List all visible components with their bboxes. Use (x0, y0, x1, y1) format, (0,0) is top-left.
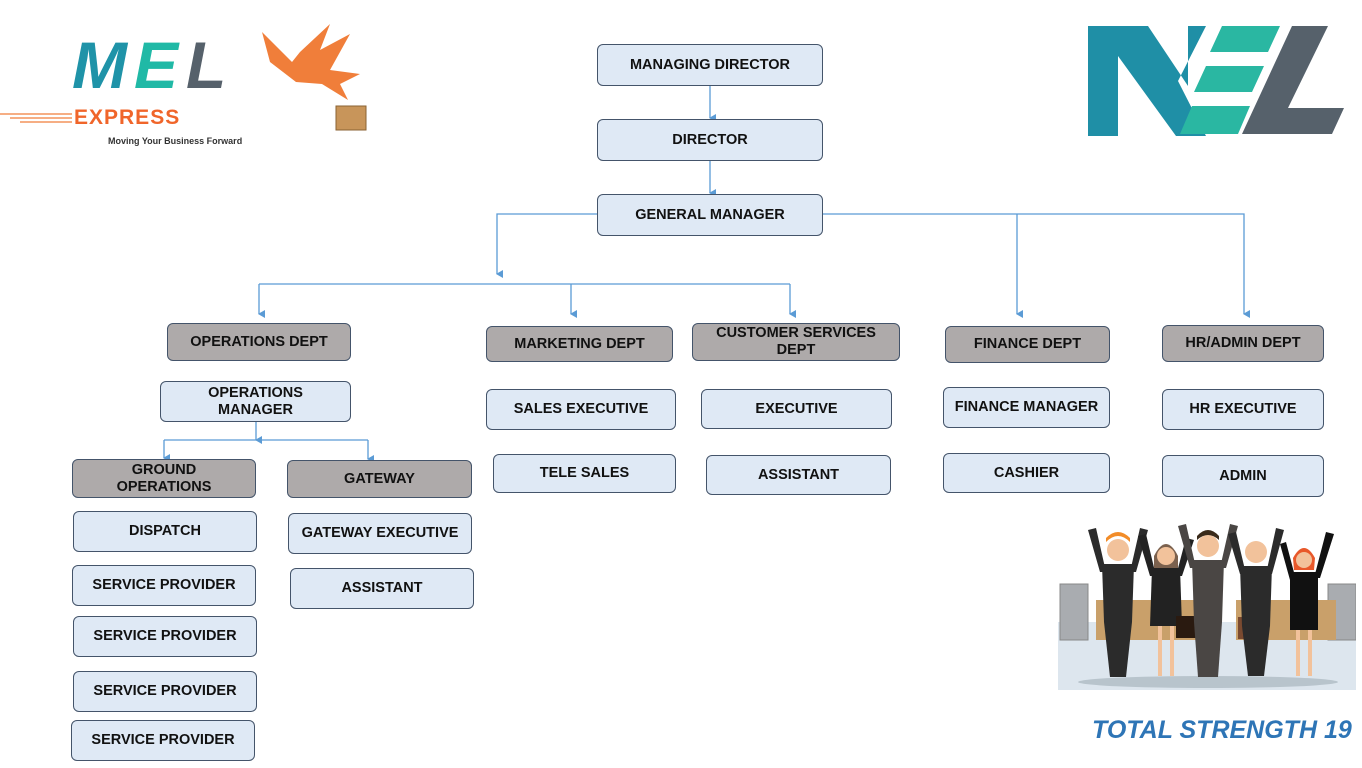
dispatch-box: DISPATCH (73, 511, 257, 552)
service-provider-box: SERVICE PROVIDER (73, 616, 257, 657)
svg-text:E: E (134, 28, 180, 102)
cashier-box: CASHIER (943, 453, 1110, 493)
gateway-box: GATEWAY (287, 460, 472, 498)
admin-box: ADMIN (1162, 455, 1324, 497)
parcel-icon (335, 105, 367, 131)
logo-tagline: Moving Your Business Forward (108, 136, 242, 146)
connector-gm-left (496, 213, 597, 278)
customer-services-dept-box: CUSTOMER SERVICES DEPT (692, 323, 900, 361)
person-figures (1088, 524, 1334, 677)
general-manager-box: GENERAL MANAGER (597, 194, 823, 236)
cs-executive-box: EXECUTIVE (701, 389, 892, 429)
finance-manager-box: FINANCE MANAGER (943, 387, 1110, 428)
service-provider-box: SERVICE PROVIDER (73, 671, 257, 712)
gateway-assistant-box: ASSISTANT (290, 568, 474, 609)
service-provider-box: SERVICE PROVIDER (72, 565, 256, 606)
managing-director-box: MANAGING DIRECTOR (597, 44, 823, 86)
svg-text:L: L (186, 28, 226, 102)
mel-express-logo: M E L EXPRESS Moving Your Business Forwa… (0, 24, 367, 146)
operations-manager-box: OPERATIONS MANAGER (160, 381, 351, 422)
cs-assistant-box: ASSISTANT (706, 455, 891, 495)
nel-logo (1088, 26, 1344, 136)
eagle-icon (262, 24, 360, 100)
svg-text:M: M (72, 28, 129, 102)
tele-sales-box: TELE SALES (493, 454, 676, 493)
svg-text:EXPRESS: EXPRESS (74, 106, 180, 129)
marketing-dept-box: MARKETING DEPT (486, 326, 673, 362)
hr-admin-dept-box: HR/ADMIN DEPT (1162, 325, 1324, 362)
ground-operations-box: GROUND OPERATIONS (72, 459, 256, 498)
team-illustration (1058, 524, 1356, 690)
operations-dept-box: OPERATIONS DEPT (167, 323, 351, 361)
total-strength-label: TOTAL STRENGTH 19 (1092, 716, 1352, 744)
service-provider-box: SERVICE PROVIDER (71, 720, 255, 761)
gateway-executive-box: GATEWAY EXECUTIVE (288, 513, 472, 554)
director-box: DIRECTOR (597, 119, 823, 161)
finance-dept-box: FINANCE DEPT (945, 326, 1110, 363)
sales-executive-box: SALES EXECUTIVE (486, 389, 676, 430)
connector-hr (823, 213, 1250, 318)
hr-executive-box: HR EXECUTIVE (1162, 389, 1324, 430)
